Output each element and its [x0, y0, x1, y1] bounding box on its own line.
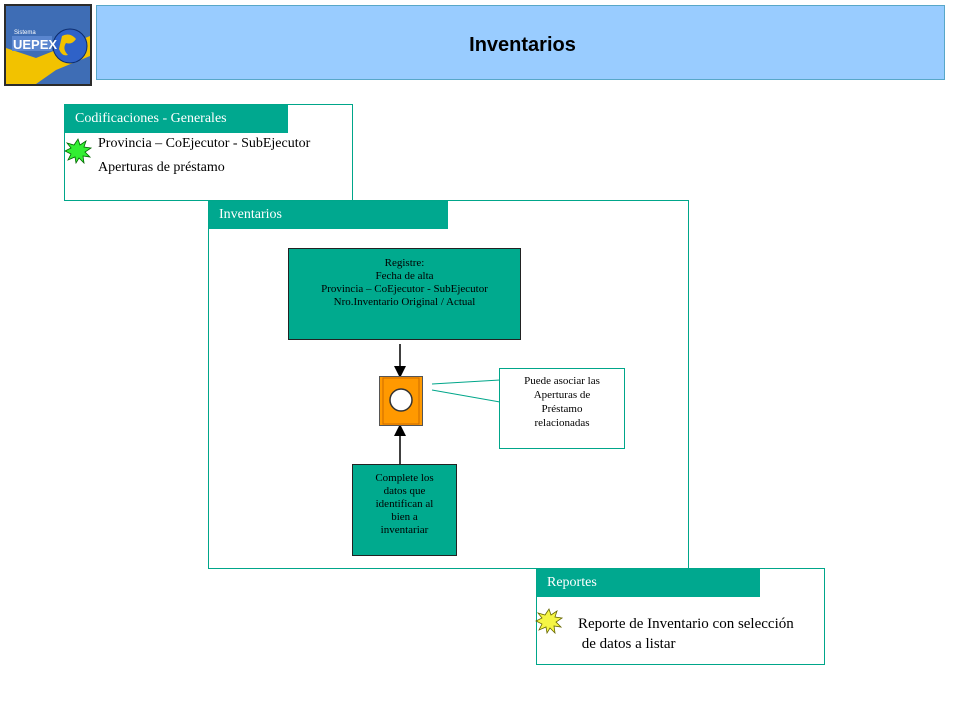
register-line: Registre:: [384, 257, 425, 269]
complete-line: datos que: [383, 485, 426, 497]
register-line: Nro.Inventario Original / Actual: [333, 296, 476, 308]
note-line: relacionadas: [534, 417, 590, 429]
codificaciones-tab: Codificaciones - Generales: [65, 105, 288, 133]
logo-text: UEPEX: [13, 37, 57, 52]
complete-box: Complete los datos que identifican al bi…: [352, 464, 457, 556]
inventarios-tab: Inventarios: [209, 201, 448, 229]
reportes-item-line1: Reporte de Inventario con selección: [578, 616, 794, 632]
green-star-icon: [64, 138, 92, 164]
complete-line: Complete los: [375, 472, 434, 484]
reportes-item-line2: de datos a listar: [578, 636, 676, 652]
complete-line: bien a: [391, 511, 418, 523]
register-line: Provincia – CoEjecutor - SubEjecutor: [321, 283, 488, 295]
note-line: Préstamo: [541, 403, 583, 415]
asociar-note: Puede asociar las Aperturas de Préstamo …: [499, 368, 625, 449]
note-line: Puede asociar las: [524, 375, 600, 387]
page-title: Inventarios: [469, 34, 576, 56]
yellow-star-icon: [535, 608, 563, 634]
logo-small-text: Sistema: [14, 30, 36, 36]
process-icon: [379, 376, 423, 426]
complete-line: identifican al: [375, 498, 434, 510]
page-header: Inventarios: [96, 5, 945, 80]
register-box: Registre: Fecha de alta Provincia – CoEj…: [288, 248, 521, 340]
codificaciones-item-provincia: Provincia – CoEjecutor - SubEjecutor: [98, 136, 311, 151]
register-line: Fecha de alta: [375, 270, 434, 282]
codificaciones-item-aperturas: Aperturas de préstamo: [98, 160, 225, 175]
complete-line: inventariar: [380, 524, 429, 536]
logo-graphic: Sistema UEPEX: [6, 6, 90, 84]
uepex-logo: Sistema UEPEX: [4, 4, 92, 86]
reportes-tab: Reportes: [537, 569, 760, 597]
note-line: Aperturas de: [533, 389, 591, 401]
